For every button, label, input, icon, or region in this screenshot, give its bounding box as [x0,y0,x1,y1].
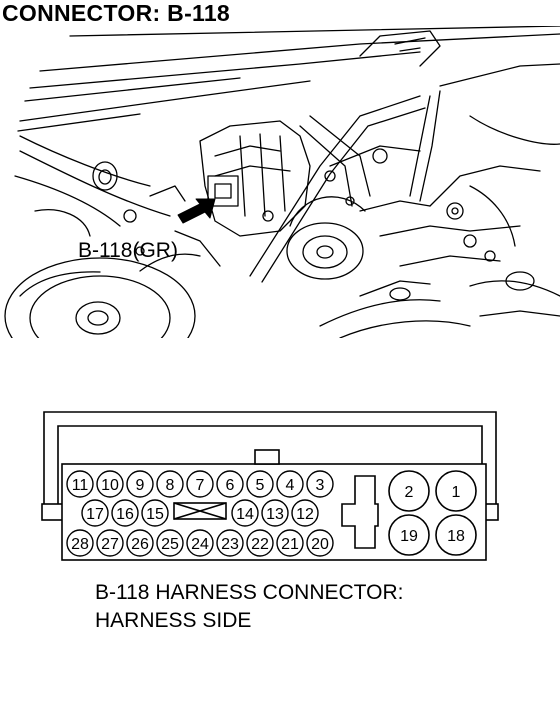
pin-1 [435,470,477,512]
page-title: CONNECTOR: B-118 [2,0,231,26]
pin-16 [111,499,139,527]
pin-label-24: 24 [191,536,209,553]
pin-27 [96,529,124,557]
pin-label-28: 28 [71,536,89,553]
pin-25 [156,529,184,557]
pin-3 [306,470,334,498]
pin-11 [66,470,94,498]
pin-17 [81,499,109,527]
pin-label-15: 15 [146,506,164,523]
pin-21 [276,529,304,557]
pin-24 [186,529,214,557]
pin-14 [231,499,259,527]
pin-label-16: 16 [116,506,134,523]
pin-28 [66,529,94,557]
pin-label-6: 6 [226,477,235,494]
pin-19 [388,514,430,556]
pin-label-11: 11 [72,477,89,494]
pin-5 [246,470,274,498]
pin-label-4: 4 [286,477,295,494]
pin-label-14: 14 [236,506,254,523]
pin-label-17: 17 [86,506,104,523]
pin-label-8: 8 [166,477,175,494]
pin-label-9: 9 [136,477,145,494]
pin-label-2: 2 [405,484,414,501]
pin-15 [141,499,169,527]
pin-label-27: 27 [101,536,119,553]
pin-label-10: 10 [101,477,119,494]
pin-label-7: 7 [196,477,205,494]
pin-label-13: 13 [266,506,284,523]
caption-line-2: HARNESS SIDE [95,609,252,632]
connector-location-label: B-118(GR) [78,239,178,262]
pin-2 [388,470,430,512]
pin-label-22: 22 [251,536,269,553]
pin-label-18: 18 [447,528,465,545]
pin-label-5: 5 [256,477,265,494]
pin-26 [126,529,154,557]
pin-10 [96,470,124,498]
caption-line-1: B-118 HARNESS CONNECTOR: [95,581,404,604]
pin-label-21: 21 [281,536,299,553]
pin-label-1: 1 [452,484,461,501]
pin-12 [291,499,319,527]
pin-8 [156,470,184,498]
engine-bay-illustration [4,26,560,338]
pin-18 [435,514,477,556]
pin-label-25: 25 [161,536,179,553]
pin-label-26: 26 [131,536,149,553]
pin-4 [276,470,304,498]
pin-13 [261,499,289,527]
pin-label-20: 20 [311,536,329,553]
pin-22 [246,529,274,557]
pin-20 [306,529,334,557]
pin-6 [216,470,244,498]
pin-label-12: 12 [296,506,314,523]
pin-7 [186,470,214,498]
pin-label-23: 23 [221,536,239,553]
pin-label-19: 19 [400,528,418,545]
pin-9 [126,470,154,498]
pin-label-3: 3 [316,477,325,494]
pin-23 [216,529,244,557]
